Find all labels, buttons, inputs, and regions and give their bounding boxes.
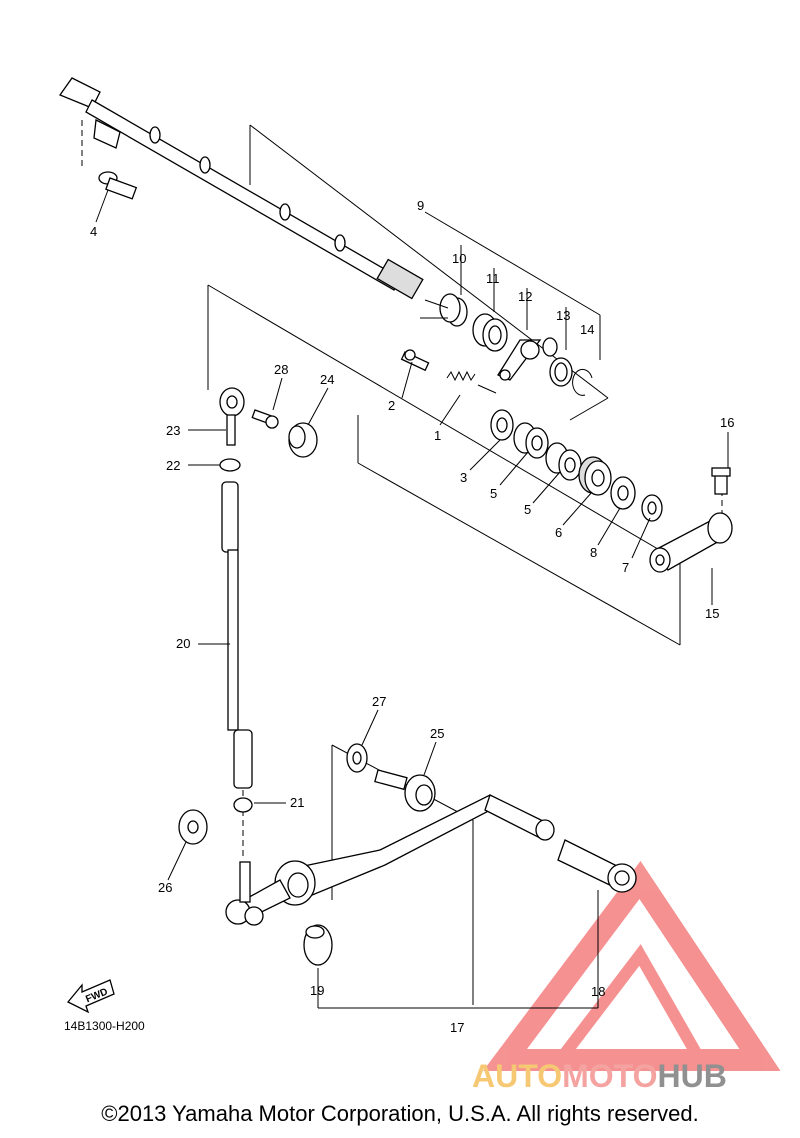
label-10: 10	[452, 251, 466, 266]
collar-5a	[513, 422, 549, 459]
label-24: 24	[320, 372, 334, 387]
washer-27	[346, 743, 368, 773]
watermark-auto: AUTO	[472, 1058, 562, 1094]
label-28: 28	[274, 362, 288, 377]
label-27: 27	[372, 694, 386, 709]
label-6: 6	[555, 525, 562, 540]
leader-lines	[95, 189, 729, 881]
rod-end-23	[219, 387, 245, 446]
label-14: 14	[580, 322, 594, 337]
washer-8	[610, 476, 636, 510]
watermark-logo	[483, 860, 781, 1071]
shift-arm-15	[649, 512, 733, 573]
bearing-6	[578, 456, 612, 496]
label-20: 20	[176, 636, 190, 651]
circlip-14	[572, 368, 593, 396]
label-23: 23	[166, 423, 180, 438]
bolt-28	[251, 409, 279, 429]
spring-1	[446, 370, 497, 394]
label-13: 13	[556, 308, 570, 323]
label-12: 12	[518, 289, 532, 304]
collar-11	[472, 313, 508, 352]
label-17: 17	[450, 1020, 464, 1035]
watermark-moto: MOTO	[562, 1058, 657, 1094]
label-25: 25	[430, 726, 444, 741]
label-4: 4	[90, 224, 97, 239]
label-5: 5	[524, 502, 531, 517]
label-3: 3	[460, 470, 467, 485]
nut-22	[219, 458, 241, 472]
label-2: 2	[388, 398, 395, 413]
drawing-code: 14B1300-H200	[64, 1019, 145, 1033]
collar-5b	[545, 442, 582, 481]
label-1: 1	[434, 428, 441, 443]
label-18: 18	[591, 984, 605, 999]
label-15: 15	[705, 606, 719, 621]
nut-21	[233, 797, 253, 813]
label-7: 7	[622, 560, 629, 575]
watermark-text: AUTOMOTOHUB	[472, 1058, 727, 1094]
label-9: 9	[417, 198, 424, 213]
label-11: 11	[486, 271, 500, 286]
shift-shaft	[58, 77, 424, 300]
circlip-7	[641, 494, 663, 522]
svg-text:AUTOMOTOHUB: AUTOMOTOHUB	[472, 1058, 727, 1094]
washer-3	[490, 409, 514, 441]
shift-rod-20	[221, 481, 253, 789]
boot-24	[288, 422, 318, 458]
pivot-bolt-25	[374, 769, 436, 812]
label-22: 22	[166, 458, 180, 473]
label-21: 21	[290, 795, 304, 810]
shift-pedal-17	[225, 794, 555, 926]
bolt-16	[711, 467, 731, 495]
watermark-hub: HUB	[657, 1058, 726, 1094]
lever-12	[497, 337, 558, 381]
label-8: 8	[590, 545, 597, 560]
label-16: 16	[720, 415, 734, 430]
bolt-2	[400, 349, 430, 372]
copyright-notice: ©2013 Yamaha Motor Corporation, U.S.A. A…	[101, 1101, 699, 1126]
fwd-arrow-icon: FWD	[66, 979, 115, 1014]
label-5: 5	[490, 486, 497, 501]
bolt-4	[98, 171, 138, 200]
spring-10	[420, 293, 468, 327]
part-labels: 1 2 3 4 5 5 6 7 8 9 10 11 12 13 14 15 16…	[90, 198, 734, 1035]
boot-19	[303, 924, 333, 966]
washer-26	[178, 809, 208, 845]
pedal-rubber-18	[557, 839, 637, 893]
washer-13	[549, 357, 573, 387]
label-26: 26	[158, 880, 172, 895]
label-19: 19	[310, 983, 324, 998]
